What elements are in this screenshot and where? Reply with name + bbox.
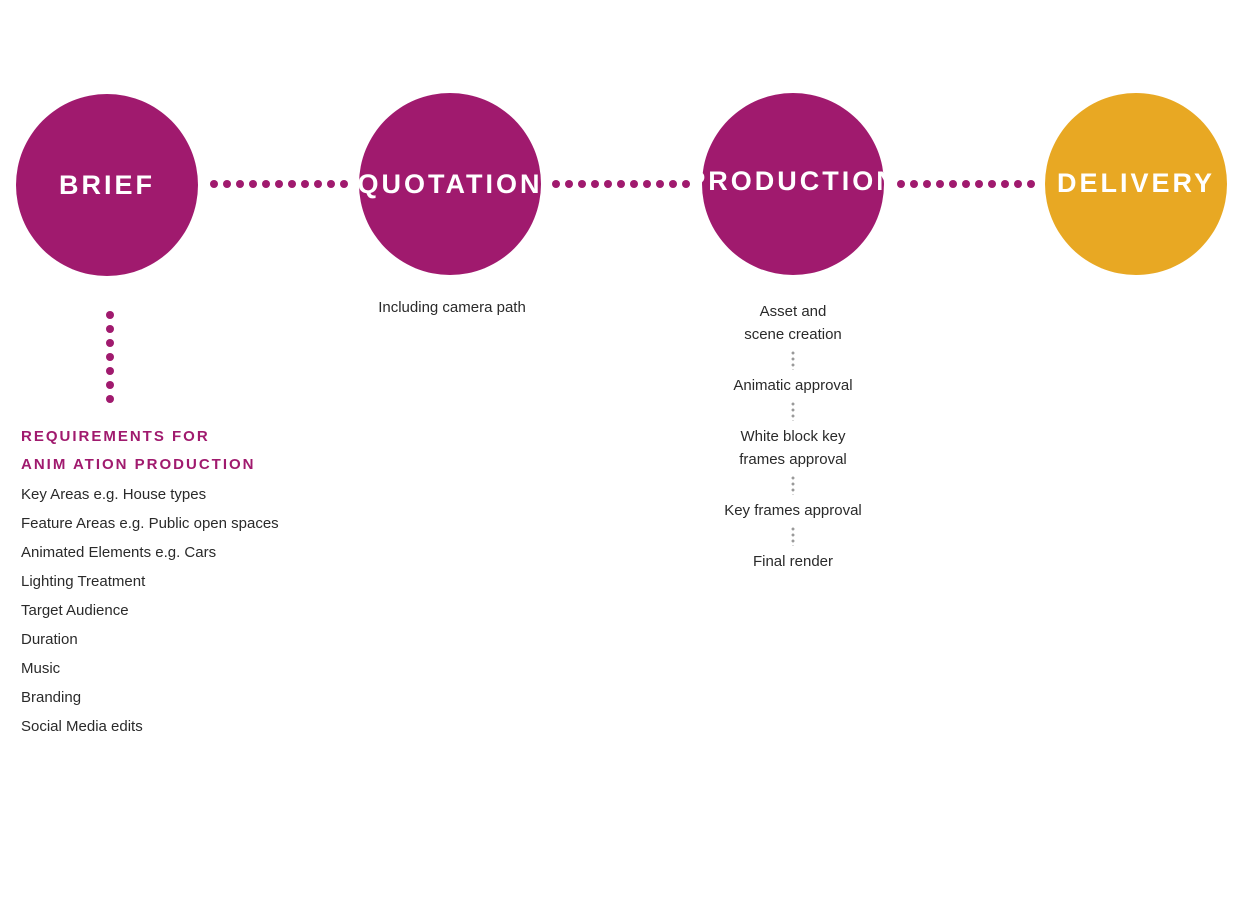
requirement-item: Social Media edits — [21, 718, 143, 735]
stage-delivery-label: DELIVERY — [1056, 167, 1216, 198]
step-separator — [791, 350, 795, 370]
requirement-item: Target Audience — [21, 602, 129, 619]
requirements-heading-line1: REQUIREMENTS FOR — [21, 428, 210, 445]
step-separator — [791, 475, 795, 495]
production-step: White block key frames approval — [739, 428, 847, 468]
requirement-item: Duration — [21, 631, 78, 648]
step-separator — [791, 526, 795, 546]
requirement-item: Music — [21, 660, 61, 677]
production-step: Final render — [752, 553, 834, 570]
quotation-note: Including camera path — [378, 299, 526, 316]
requirement-item: Branding — [21, 689, 82, 706]
requirement-item: Key Areas e.g. House types — [21, 486, 207, 503]
connector-brief-quotation — [210, 180, 348, 188]
connector-brief-requirements — [106, 311, 114, 403]
stage-brief: BRIEF — [16, 94, 198, 276]
stage-delivery: DELIVERY — [1045, 93, 1227, 275]
requirement-item: Animated Elements e.g. Cars — [21, 544, 217, 561]
stage-quotation: QUOTATION — [357, 93, 543, 275]
stage-brief-label: BRIEF — [59, 169, 155, 200]
production-steps: Asset and scene creation Animatic approv… — [703, 300, 883, 573]
stage-production: PRODUCTION — [687, 93, 896, 275]
production-step: Key frames approval — [724, 502, 862, 519]
step-separator — [791, 401, 795, 421]
requirements-list: Key Areas e.g. House types Feature Areas… — [21, 480, 279, 741]
stage-quotation-label: QUOTATION — [357, 168, 543, 199]
requirement-item: Lighting Treatment — [21, 573, 146, 590]
connector-production-delivery — [897, 180, 1035, 188]
production-step: Asset and scene creation — [744, 303, 842, 343]
requirements-heading-line2: ANIM ATION PRODUCTION — [21, 456, 256, 473]
production-step: Animatic approval — [733, 377, 853, 394]
requirement-item: Feature Areas e.g. Public open spaces — [21, 515, 279, 532]
requirements-heading: REQUIREMENTS FOR ANIM ATION PRODUCTION — [21, 423, 256, 479]
connector-quotation-production — [552, 180, 690, 188]
stage-production-label: PRODUCTION — [687, 165, 899, 196]
